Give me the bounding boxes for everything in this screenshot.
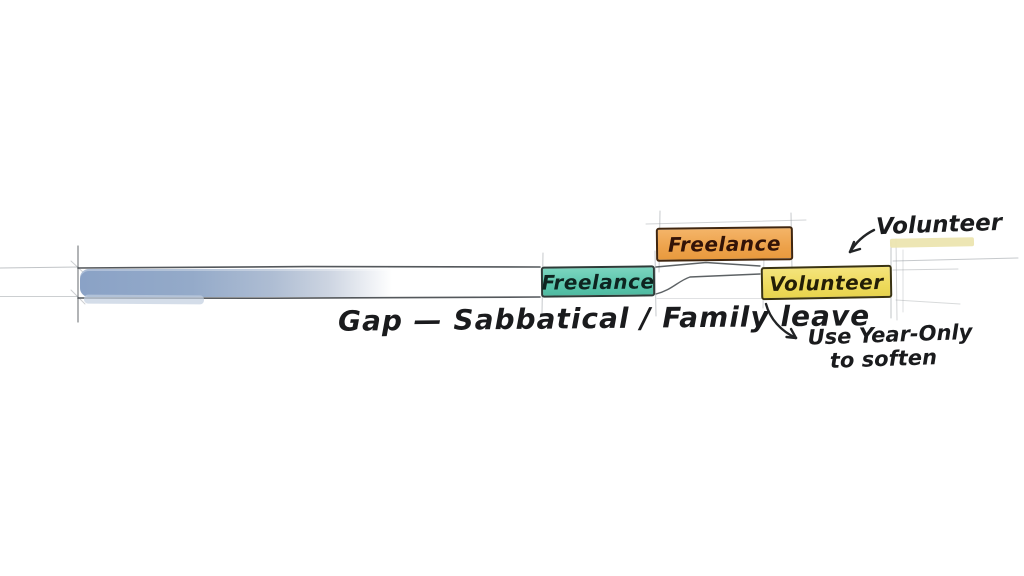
freelance-teal-label: Freelance	[541, 268, 655, 295]
freelance-teal-box: Freelance	[540, 265, 656, 298]
timeline-bar	[80, 269, 480, 297]
volunteer-note-label: Volunteer	[875, 209, 1003, 241]
gap-label: Gap — Sabbatical / Family leave	[337, 299, 871, 338]
soften-note: Use Year-Only to soften	[807, 320, 973, 373]
soften-note-line2: to soften	[829, 345, 938, 373]
freelance-orange-box: Freelance	[655, 226, 794, 262]
volunteer-yellow-label: Volunteer	[769, 269, 884, 296]
freelance-orange-label: Freelance	[667, 231, 782, 257]
timeline-bar-smear	[83, 294, 205, 305]
volunteer-yellow-box: Volunteer	[760, 264, 893, 301]
soften-note-line1: Use Year-Only	[807, 319, 973, 350]
volunteer-arrow-icon	[848, 228, 876, 254]
